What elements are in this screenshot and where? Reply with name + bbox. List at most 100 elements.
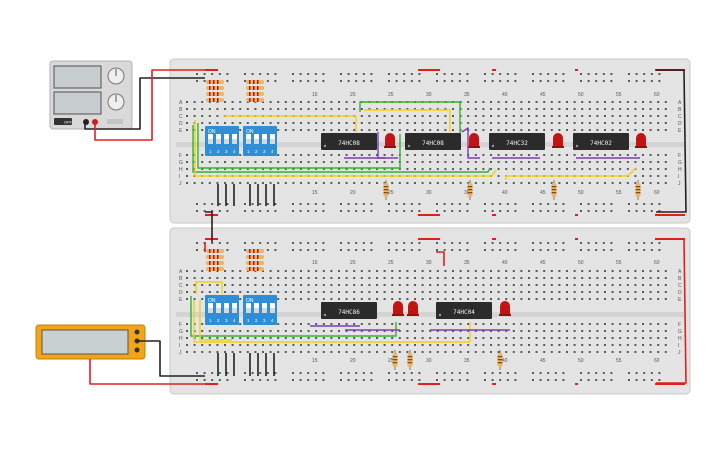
breadboard-hole[interactable] xyxy=(307,298,310,300)
breadboard-hole[interactable] xyxy=(292,270,295,272)
rail-hole[interactable] xyxy=(314,203,317,205)
breadboard-hole[interactable] xyxy=(338,270,340,272)
breadboard-hole[interactable] xyxy=(201,270,204,272)
breadboard-hole[interactable] xyxy=(360,323,363,325)
breadboard-hole[interactable] xyxy=(611,108,614,110)
breadboard-hole[interactable] xyxy=(330,122,333,124)
breadboard-hole[interactable] xyxy=(383,277,386,279)
breadboard-hole[interactable] xyxy=(581,129,584,131)
breadboard-hole[interactable] xyxy=(231,161,234,163)
logic-wire-yellow[interactable] xyxy=(223,115,357,132)
breadboard-hole[interactable] xyxy=(566,108,568,110)
breadboard-hole[interactable] xyxy=(649,270,652,272)
breadboard-hole[interactable] xyxy=(444,291,447,293)
rail-hole[interactable] xyxy=(403,203,406,205)
ic-74hc04[interactable]: 74HC04 xyxy=(436,302,492,319)
rail-hole[interactable] xyxy=(244,379,246,381)
breadboard-hole[interactable] xyxy=(300,122,302,124)
breadboard-hole[interactable] xyxy=(315,161,318,163)
breadboard-hole[interactable] xyxy=(459,330,462,332)
rail-hole[interactable] xyxy=(539,249,542,251)
breadboard-hole[interactable] xyxy=(360,168,363,170)
ic-74hc02[interactable]: 74HC02 xyxy=(573,133,629,150)
breadboard-hole[interactable] xyxy=(444,129,447,131)
breadboard-hole[interactable] xyxy=(254,284,257,286)
breadboard-hole[interactable] xyxy=(284,284,287,286)
rail-hole[interactable] xyxy=(539,379,542,381)
breadboard-hole[interactable] xyxy=(520,129,523,131)
breadboard-hole[interactable] xyxy=(611,154,614,156)
breadboard-hole[interactable] xyxy=(292,323,295,325)
rail-hole[interactable] xyxy=(211,73,214,75)
rail-hole[interactable] xyxy=(436,210,438,212)
breadboard-hole[interactable] xyxy=(208,351,211,353)
breadboard-hole[interactable] xyxy=(398,168,401,170)
breadboard-hole[interactable] xyxy=(444,344,447,346)
breadboard-hole[interactable] xyxy=(231,122,234,124)
rail-hole[interactable] xyxy=(436,372,438,374)
rail-link-wire[interactable] xyxy=(656,69,687,213)
rail-hole[interactable] xyxy=(403,210,406,212)
breadboard-hole[interactable] xyxy=(262,351,264,353)
breadboard-hole[interactable] xyxy=(406,115,409,117)
breadboard-hole[interactable] xyxy=(550,330,553,332)
breadboard-hole[interactable] xyxy=(322,337,325,339)
breadboard-hole[interactable] xyxy=(566,337,568,339)
breadboard-hole[interactable] xyxy=(459,161,462,163)
breadboard-hole[interactable] xyxy=(444,298,447,300)
breadboard-hole[interactable] xyxy=(535,161,538,163)
breadboard-hole[interactable] xyxy=(611,115,614,117)
breadboard-hole[interactable] xyxy=(186,115,188,117)
rail-hole[interactable] xyxy=(388,379,390,381)
rail-hole[interactable] xyxy=(314,73,317,75)
breadboard-hole[interactable] xyxy=(216,337,219,339)
breadboard-hole[interactable] xyxy=(307,337,310,339)
breadboard-hole[interactable] xyxy=(330,291,333,293)
breadboard-hole[interactable] xyxy=(429,129,432,131)
breadboard-hole[interactable] xyxy=(353,344,356,346)
rail-hole[interactable] xyxy=(643,249,646,251)
breadboard-hole[interactable] xyxy=(581,291,584,293)
breadboard-hole[interactable] xyxy=(292,161,295,163)
breadboard-hole[interactable] xyxy=(345,270,348,272)
breadboard-hole[interactable] xyxy=(649,101,652,103)
breadboard-hole[interactable] xyxy=(664,122,667,124)
breadboard-hole[interactable] xyxy=(581,168,584,170)
breadboard-hole[interactable] xyxy=(550,284,553,286)
breadboard-hole[interactable] xyxy=(543,351,546,353)
breadboard-hole[interactable] xyxy=(467,101,470,103)
rail-hole[interactable] xyxy=(436,249,438,251)
breadboard-hole[interactable] xyxy=(520,154,523,156)
breadboard-hole[interactable] xyxy=(634,330,637,332)
rail-hole[interactable] xyxy=(370,372,373,374)
breadboard-hole[interactable] xyxy=(429,323,432,325)
breadboard-hole[interactable] xyxy=(398,344,401,346)
breadboard-hole[interactable] xyxy=(322,277,325,279)
breadboard-hole[interactable] xyxy=(573,284,576,286)
dip-toggle-knob[interactable] xyxy=(224,139,229,144)
breadboard-hole[interactable] xyxy=(277,122,280,124)
rail-hole[interactable] xyxy=(650,372,653,374)
rail-hole[interactable] xyxy=(466,372,469,374)
breadboard-hole[interactable] xyxy=(239,277,242,279)
breadboard-hole[interactable] xyxy=(406,108,409,110)
breadboard-hole[interactable] xyxy=(505,291,508,293)
rail-hole[interactable] xyxy=(547,249,550,251)
breadboard-hole[interactable] xyxy=(649,337,652,339)
breadboard-hole[interactable] xyxy=(520,108,523,110)
breadboard-hole[interactable] xyxy=(657,175,660,177)
breadboard-hole[interactable] xyxy=(467,161,470,163)
rail-hole[interactable] xyxy=(266,372,269,374)
breadboard-hole[interactable] xyxy=(528,330,530,332)
breadboard-hole[interactable] xyxy=(543,182,546,184)
breadboard-hole[interactable] xyxy=(376,277,378,279)
rail-hole[interactable] xyxy=(196,80,198,82)
breadboard-hole[interactable] xyxy=(269,330,272,332)
rail-hole[interactable] xyxy=(347,372,350,374)
breadboard-hole[interactable] xyxy=(193,182,196,184)
breadboard-hole[interactable] xyxy=(436,182,439,184)
breadboard-hole[interactable] xyxy=(490,337,492,339)
rail-hole[interactable] xyxy=(443,379,446,381)
breadboard-hole[interactable] xyxy=(224,351,226,353)
breadboard-hole[interactable] xyxy=(262,161,264,163)
